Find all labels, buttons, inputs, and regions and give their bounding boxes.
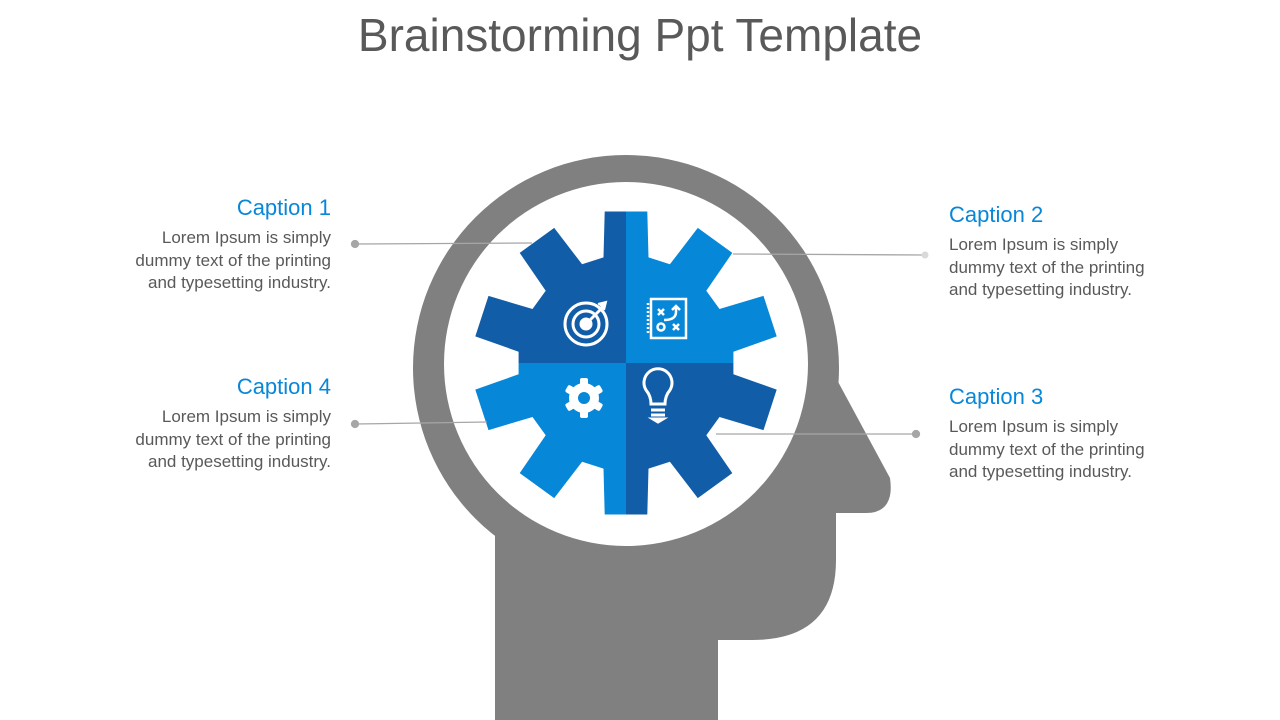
caption-3: Caption 3 Lorem Ipsum is simply dummy te… (949, 384, 1189, 484)
lightbulb-icon (642, 367, 674, 424)
caption-heading: Caption 1 (236, 195, 331, 220)
caption-line: and typesetting industry. (949, 280, 1133, 299)
caption-body: Lorem Ipsum is simply dummy text of the … (949, 234, 1189, 302)
caption-4: Caption 4 Lorem Ipsum is simply dummy te… (91, 374, 331, 474)
caption-line: and typesetting industry. (147, 273, 331, 292)
caption-line: Lorem Ipsum is simply (949, 235, 1119, 254)
caption-line: dummy text of the printing (135, 429, 331, 449)
strategy-board-icon (646, 297, 688, 340)
slide-title: Brainstorming Ppt Template (357, 9, 923, 61)
caption-heading: Caption 2 (949, 202, 1044, 227)
caption-line: dummy text of the printing (135, 250, 331, 270)
connector-caption-3 (716, 429, 921, 439)
caption-body: Lorem Ipsum is simply dummy text of the … (91, 227, 331, 295)
caption-body: Lorem Ipsum is simply dummy text of the … (949, 416, 1189, 484)
connector-caption-1 (350, 239, 533, 249)
gear-quadrant-3 (626, 363, 777, 515)
target-icon (563, 300, 609, 347)
caption-1: Caption 1 Lorem Ipsum is simply dummy te… (91, 195, 331, 295)
caption-line: and typesetting industry. (147, 452, 331, 471)
caption-line: Lorem Ipsum is simply (161, 407, 331, 426)
connector-caption-4 (350, 419, 488, 429)
caption-heading: Caption 4 (236, 374, 331, 399)
caption-heading: Caption 3 (949, 384, 1044, 409)
caption-line: dummy text of the printing (949, 257, 1145, 277)
caption-body: Lorem Ipsum is simply dummy text of the … (91, 406, 331, 474)
caption-line: Lorem Ipsum is simply (161, 228, 331, 247)
gear-icon (565, 378, 603, 418)
caption-line: dummy text of the printing (949, 439, 1145, 459)
caption-line: Lorem Ipsum is simply (949, 417, 1119, 436)
caption-2: Caption 2 Lorem Ipsum is simply dummy te… (949, 202, 1189, 302)
caption-line: and typesetting industry. (949, 462, 1133, 481)
connector-caption-2 (732, 251, 929, 259)
